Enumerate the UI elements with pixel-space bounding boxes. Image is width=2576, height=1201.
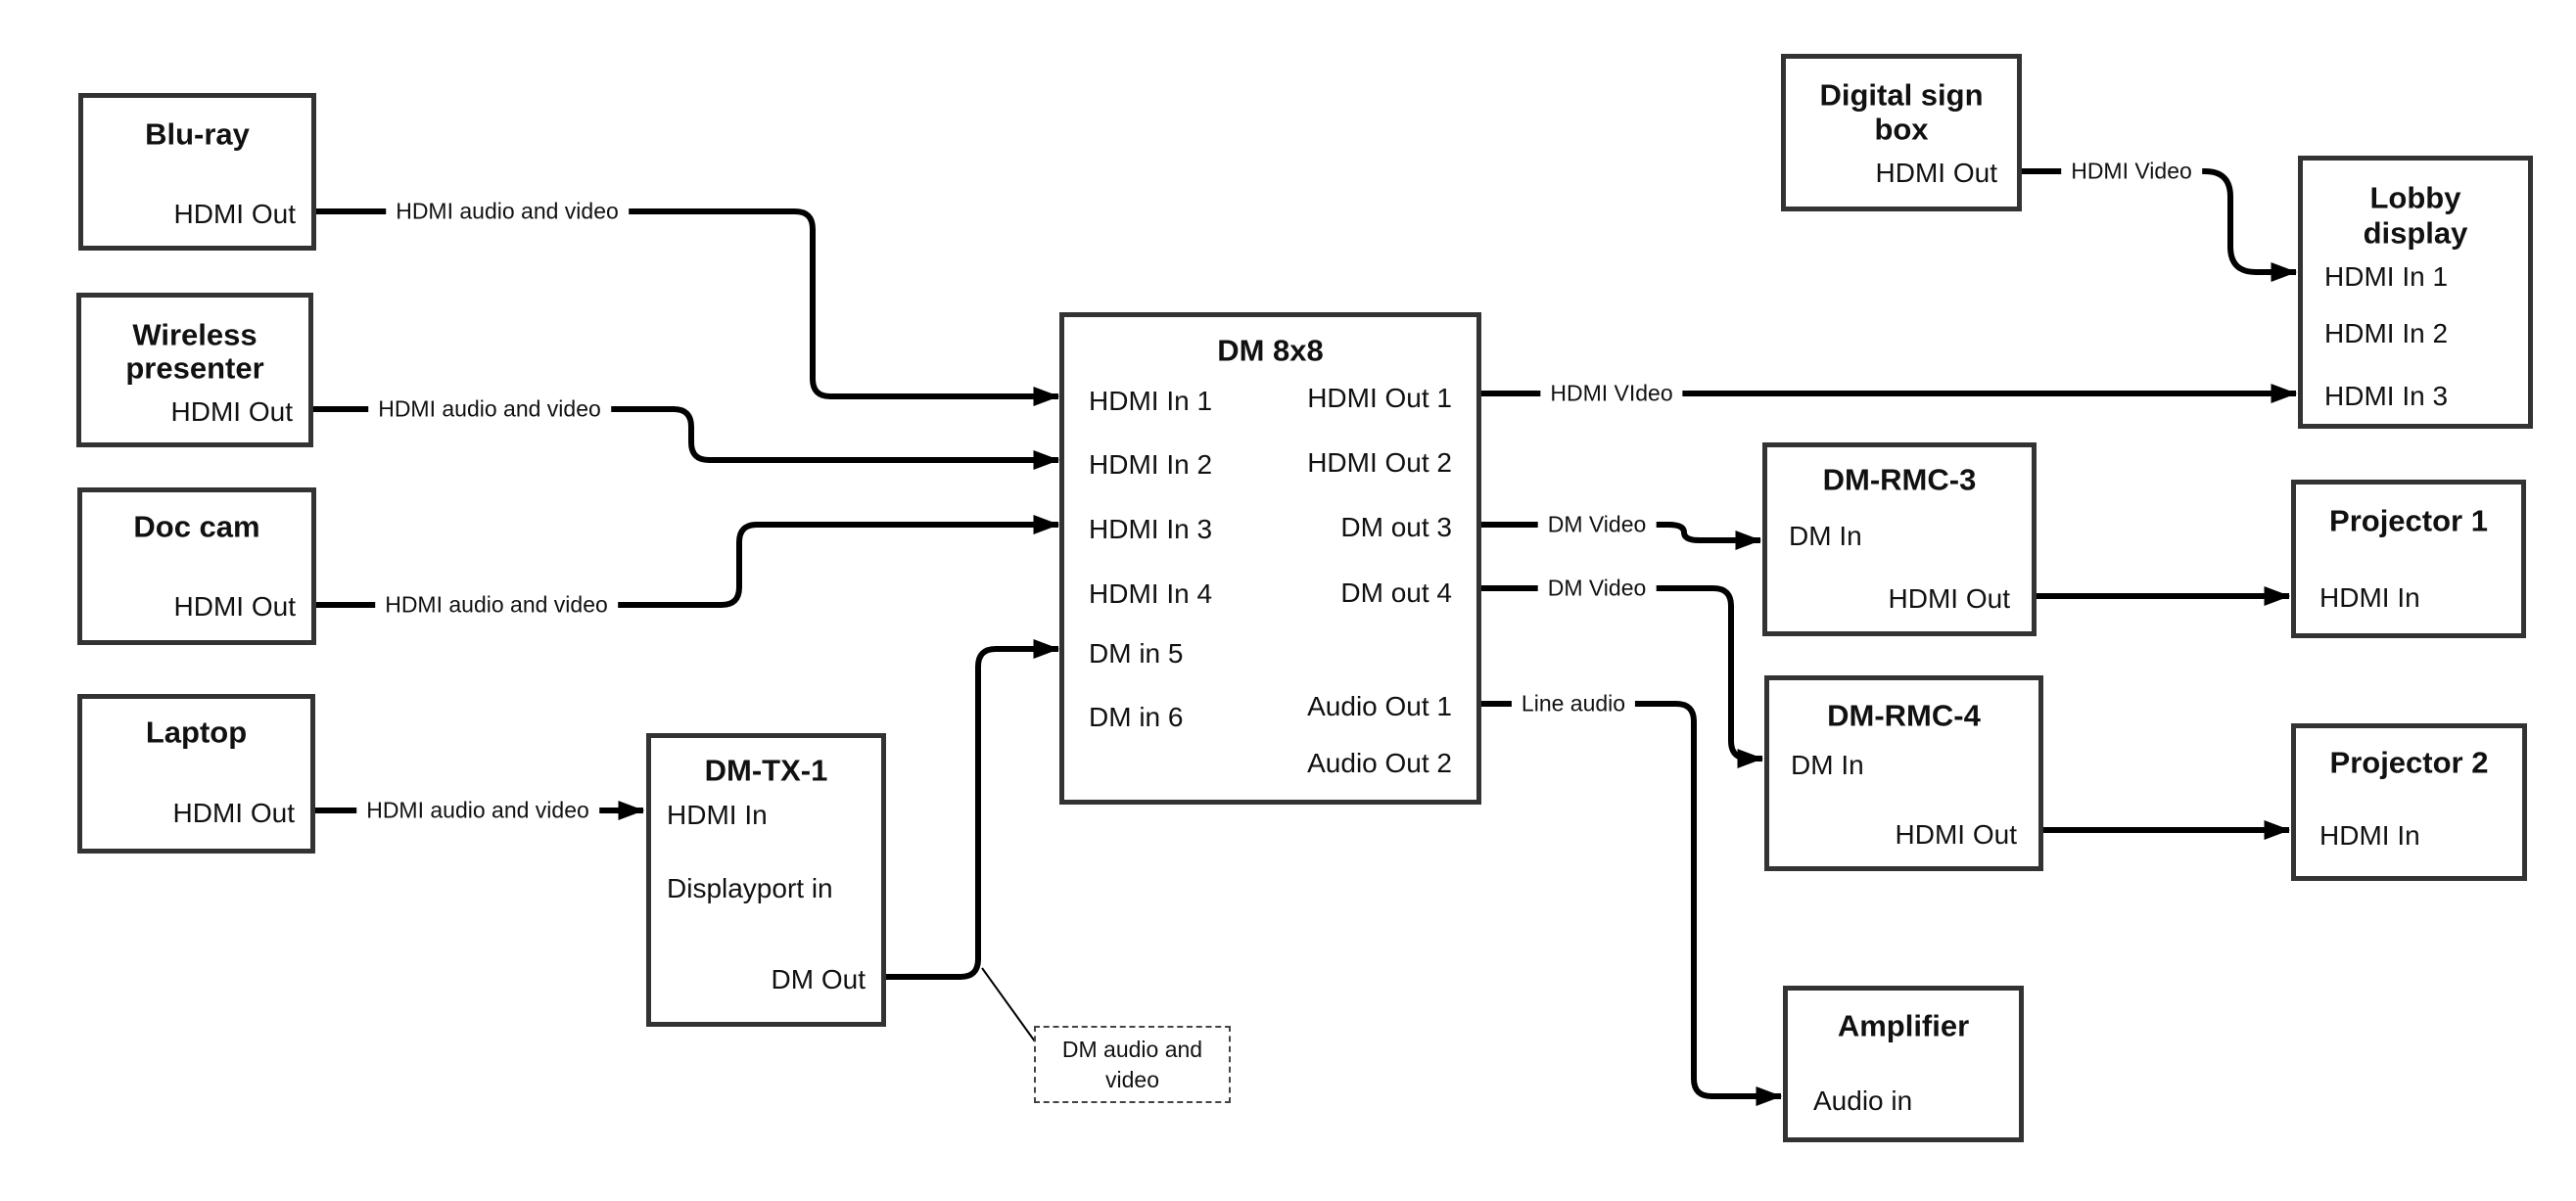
- node-projector2: Projector 2 HDMI In: [2291, 723, 2527, 881]
- node-projector1: Projector 1 HDMI In: [2291, 480, 2526, 638]
- port-digital-sign-hdmi-out: HDMI Out: [1875, 158, 1997, 188]
- port-dm8x8-dm-in5: DM in 5: [1089, 638, 1184, 669]
- connector-doccam-to-dm8x8-in3: [316, 515, 1060, 608]
- port-projector1-hdmi-in: HDMI In: [2319, 582, 2420, 613]
- port-dm8x8-hdmi-in1: HDMI In 1: [1089, 386, 1213, 416]
- node-digital-sign-box: Digital sign box HDMI Out: [1781, 54, 2022, 211]
- node-lobby-title-line2: display: [2363, 215, 2468, 251]
- label-digital-to-lobby: HDMI Video: [2061, 157, 2202, 186]
- node-dmrmc3-title: DM-RMC-3: [1822, 462, 1977, 497]
- port-dmtx1-hdmi-in: HDMI In: [667, 800, 768, 830]
- node-dm8x8: DM 8x8 HDMI In 1 HDMI In 2 HDMI In 3 HDM…: [1059, 312, 1481, 805]
- port-dmrmc4-hdmi-out: HDMI Out: [1895, 819, 2017, 850]
- port-wireless-hdmi-out: HDMI Out: [170, 396, 293, 427]
- node-dmrmc4-title: DM-RMC-4: [1827, 698, 1981, 733]
- label-out1-to-lobby: HDMI VIdeo: [1540, 379, 1683, 408]
- node-digital-sign-title-line1: Digital sign: [1819, 77, 1984, 113]
- node-bluray-title: Blu-ray: [145, 116, 250, 152]
- port-dm8x8-hdmi-in2: HDMI In 2: [1089, 449, 1213, 480]
- label-out4-to-dmrmc4: DM Video: [1537, 574, 1657, 603]
- node-digital-sign-title-line2: box: [1874, 112, 1929, 147]
- connector-dmtx1-to-dm8x8-in5: [886, 639, 1060, 980]
- connector-dm8x8-out3-to-dmrmc3: [1481, 522, 1762, 550]
- connector-dm8x8-out4-to-dmrmc4: [1481, 585, 1764, 768]
- connector-dm8x8-aout1-to-amplifier: [1481, 701, 1783, 1106]
- label-laptop-to-dmtx1: HDMI audio and video: [356, 796, 599, 825]
- node-laptop-title: Laptop: [145, 715, 248, 750]
- node-doccam-title: Doc cam: [133, 509, 260, 544]
- connector-wireless-to-dm8x8-in2: [313, 406, 1060, 470]
- node-projector2-title: Projector 2: [2329, 745, 2489, 780]
- node-amplifier-title: Amplifier: [1837, 1008, 1970, 1043]
- node-wireless-presenter: Wireless presenter HDMI Out: [76, 293, 313, 447]
- node-wireless-title-line1: Wireless: [132, 317, 258, 352]
- port-laptop-hdmi-out: HDMI Out: [172, 798, 295, 828]
- port-dmrmc4-dm-in: DM In: [1791, 750, 1864, 780]
- port-lobby-hdmi-in1: HDMI In 1: [2324, 261, 2449, 292]
- node-dmtx1: DM-TX-1 HDMI In Displayport in DM Out: [646, 733, 886, 1027]
- connector-digitalsign-to-lobby-in1: [2022, 168, 2298, 282]
- port-dm8x8-audio-out1: Audio Out 1: [1307, 691, 1452, 721]
- node-wireless-title-line2: presenter: [125, 350, 264, 386]
- port-dmtx1-dm-out: DM Out: [771, 964, 866, 994]
- node-dmrmc4: DM-RMC-4 DM In HDMI Out: [1764, 675, 2043, 871]
- label-doccam-to-dm8x8: HDMI audio and video: [375, 590, 618, 620]
- node-projector1-title: Projector 1: [2329, 503, 2488, 538]
- node-amplifier: Amplifier Audio in: [1783, 986, 2024, 1142]
- node-bluray: Blu-ray HDMI Out: [78, 93, 316, 251]
- port-dm8x8-hdmi-in3: HDMI In 3: [1089, 514, 1213, 544]
- node-laptop: Laptop HDMI Out: [77, 694, 315, 854]
- port-doccam-hdmi-out: HDMI Out: [173, 591, 296, 622]
- note-line1: DM audio and: [1061, 1036, 1203, 1062]
- port-lobby-hdmi-in3: HDMI In 3: [2324, 381, 2449, 411]
- node-dmrmc3: DM-RMC-3 DM In HDMI Out: [1762, 442, 2037, 636]
- label-bluray-to-dm8x8: HDMI audio and video: [386, 197, 629, 226]
- label-out3-to-dmrmc3: DM Video: [1537, 510, 1657, 539]
- node-doccam: Doc cam HDMI Out: [77, 487, 316, 645]
- port-amplifier-audio-in: Audio in: [1813, 1086, 1913, 1116]
- node-dmtx1-title: DM-TX-1: [704, 753, 828, 788]
- port-dmrmc3-dm-in: DM In: [1789, 521, 1862, 551]
- connector-bluray-to-dm8x8-in1: [316, 208, 1060, 406]
- port-dm8x8-audio-out2: Audio Out 2: [1307, 748, 1452, 778]
- note-line2: video: [1105, 1066, 1159, 1092]
- port-dm8x8-hdmi-out2: HDMI Out 2: [1307, 447, 1452, 478]
- node-lobby-display: Lobby display HDMI In 1 HDMI In 2 HDMI I…: [2298, 156, 2533, 429]
- port-bluray-hdmi-out: HDMI Out: [173, 199, 296, 229]
- label-wireless-to-dm8x8: HDMI audio and video: [368, 394, 611, 424]
- node-lobby-title-line1: Lobby: [2369, 180, 2461, 215]
- port-dmrmc3-hdmi-out: HDMI Out: [1888, 583, 2010, 614]
- note-dm-audio-and-video: DM audio and video: [1034, 1026, 1231, 1103]
- label-aout1-to-amplifier: Line audio: [1511, 689, 1636, 718]
- port-dm8x8-dm-in6: DM in 6: [1089, 702, 1184, 732]
- node-dm8x8-title: DM 8x8: [1217, 333, 1324, 368]
- port-dm8x8-dm-out3: DM out 3: [1340, 512, 1452, 542]
- port-dm8x8-hdmi-out1: HDMI Out 1: [1307, 383, 1452, 413]
- port-dmtx1-displayport-in: Displayport in: [667, 873, 833, 903]
- port-projector2-hdmi-in: HDMI In: [2319, 820, 2420, 851]
- port-lobby-hdmi-in2: HDMI In 2: [2324, 318, 2449, 348]
- port-dm8x8-hdmi-in4: HDMI In 4: [1089, 578, 1213, 609]
- note-leader-line: [981, 967, 1036, 1042]
- port-dm8x8-dm-out4: DM out 4: [1340, 577, 1452, 608]
